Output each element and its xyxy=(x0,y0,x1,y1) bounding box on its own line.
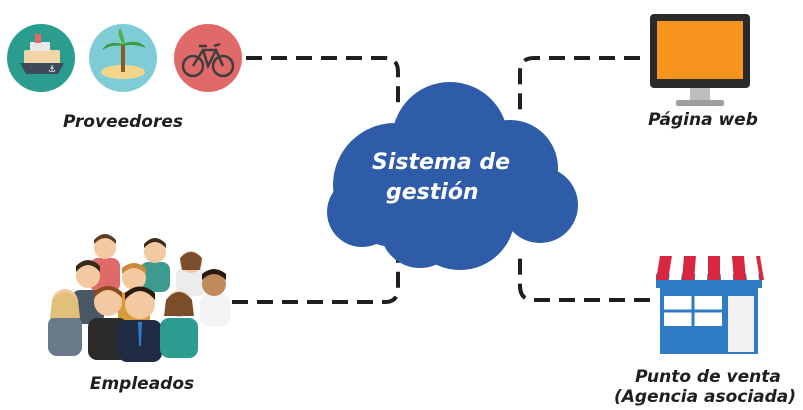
svg-text:⚓: ⚓ xyxy=(48,65,56,75)
proveedores-label: Proveedores xyxy=(62,112,184,132)
punto-venta-label-line1: Punto de venta xyxy=(635,367,781,387)
punto-venta-label-line2: (Agencia asociada) xyxy=(613,387,797,407)
bicycle-icon xyxy=(174,24,242,92)
cloud-shape xyxy=(327,82,578,270)
central-system-line2: gestión xyxy=(386,180,479,205)
store-icon xyxy=(656,256,764,354)
connector-pagina-web xyxy=(518,56,640,110)
empleados-label: Empleados xyxy=(89,374,195,394)
connector-punto-venta xyxy=(518,250,650,302)
connector-proveedores xyxy=(246,56,400,110)
pagina-web-label: Página web xyxy=(648,110,758,130)
connector-empleados xyxy=(232,250,400,304)
island-icon xyxy=(89,24,157,92)
ship-icon: ⚓ xyxy=(7,24,75,92)
people-group-icon xyxy=(48,234,230,362)
monitor-icon xyxy=(650,14,750,106)
central-system-title: Sistema de gestión xyxy=(372,148,510,208)
central-system-line1: Sistema de xyxy=(372,150,511,175)
